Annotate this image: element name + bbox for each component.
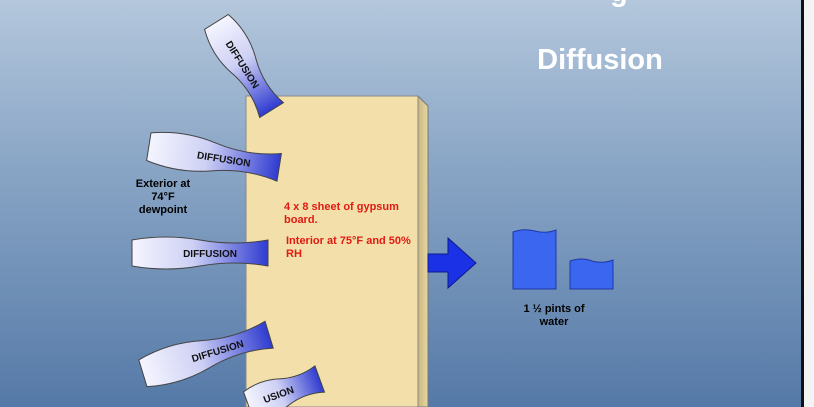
- title-fragment: g: [610, 0, 640, 8]
- water-container-small: [569, 258, 614, 290]
- slide-edge-strip: [804, 0, 814, 407]
- diffusion-arrow-1: DIFFUSION: [203, 13, 285, 119]
- diffusion-arrow-5: USION: [242, 365, 326, 407]
- water-amount-label: 1 ½ pints of water: [523, 303, 585, 328]
- diffusion-arrow-label: DIFFUSION: [183, 249, 237, 260]
- slide-title: Diffusion: [537, 44, 663, 76]
- gypsum-board: [245, 94, 429, 407]
- interior-label: Interior at 75°F and 50% RH: [286, 235, 411, 260]
- slide-edge-bar: [801, 0, 804, 407]
- block-arrow-icon: [427, 236, 477, 290]
- exterior-label: Exterior at 74°F dewpoint: [135, 178, 191, 216]
- diffusion-arrow-2: DIFFUSION: [146, 131, 282, 182]
- board-label: 4 x 8 sheet of gypsum board.: [284, 201, 399, 226]
- diffusion-arrow-3: DIFFUSION: [131, 236, 269, 270]
- water-container-large: [512, 229, 557, 290]
